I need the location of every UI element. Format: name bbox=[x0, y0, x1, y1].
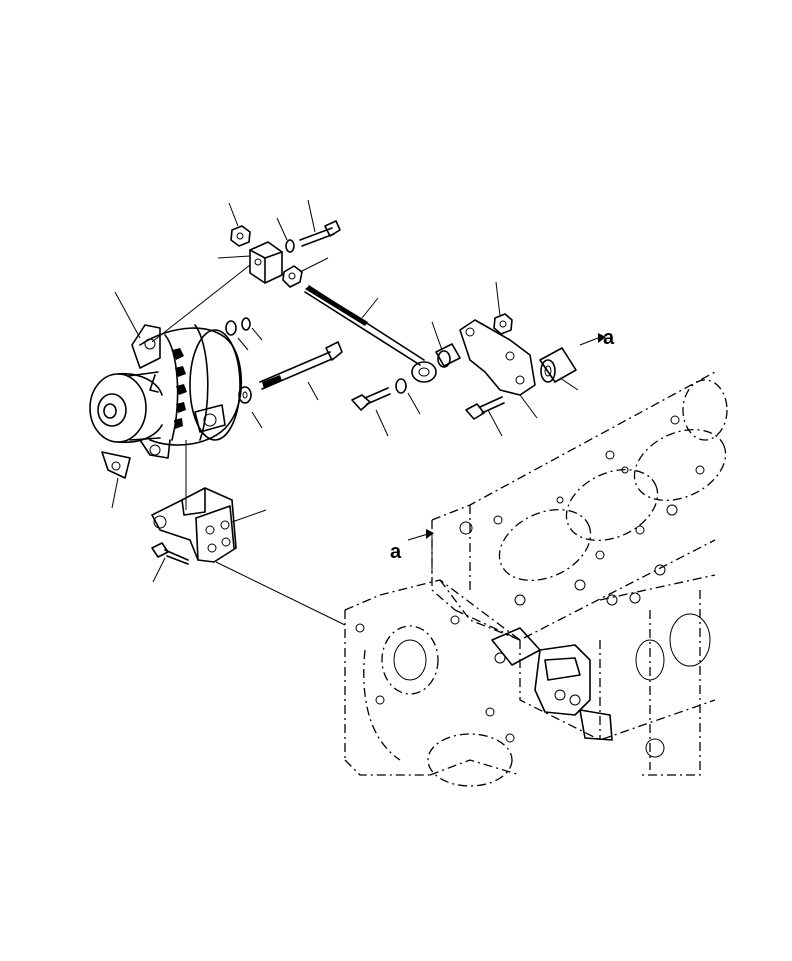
adjusting-rod bbox=[304, 285, 437, 383]
adjusting-block bbox=[249, 241, 283, 284]
long-through-bolt bbox=[259, 341, 343, 390]
top-nut-1 bbox=[230, 225, 251, 247]
bracket-plate bbox=[459, 319, 536, 396]
alternator bbox=[89, 324, 243, 459]
top-nut-2 bbox=[282, 265, 303, 288]
alternator-side-clip bbox=[101, 451, 131, 479]
engine-block bbox=[344, 371, 728, 787]
spacer-sleeve-1 bbox=[435, 343, 461, 368]
view-marker-right-label: a bbox=[603, 327, 615, 349]
plate-bolt bbox=[465, 396, 505, 420]
plate-nut bbox=[493, 313, 513, 335]
spacer-sleeve-2 bbox=[539, 347, 577, 383]
bracket-bolt bbox=[151, 542, 189, 565]
view-marker-right: a bbox=[579, 327, 615, 349]
mounting-bracket bbox=[151, 487, 237, 563]
washer-set bbox=[225, 317, 252, 404]
leader-lines bbox=[111, 199, 579, 626]
top-bolt bbox=[299, 220, 341, 247]
view-marker-left-label: a bbox=[390, 541, 402, 563]
top-washer bbox=[285, 239, 295, 253]
rod-washer bbox=[395, 378, 407, 394]
rod-bolt bbox=[351, 387, 391, 411]
view-marker-left: a bbox=[390, 529, 434, 563]
